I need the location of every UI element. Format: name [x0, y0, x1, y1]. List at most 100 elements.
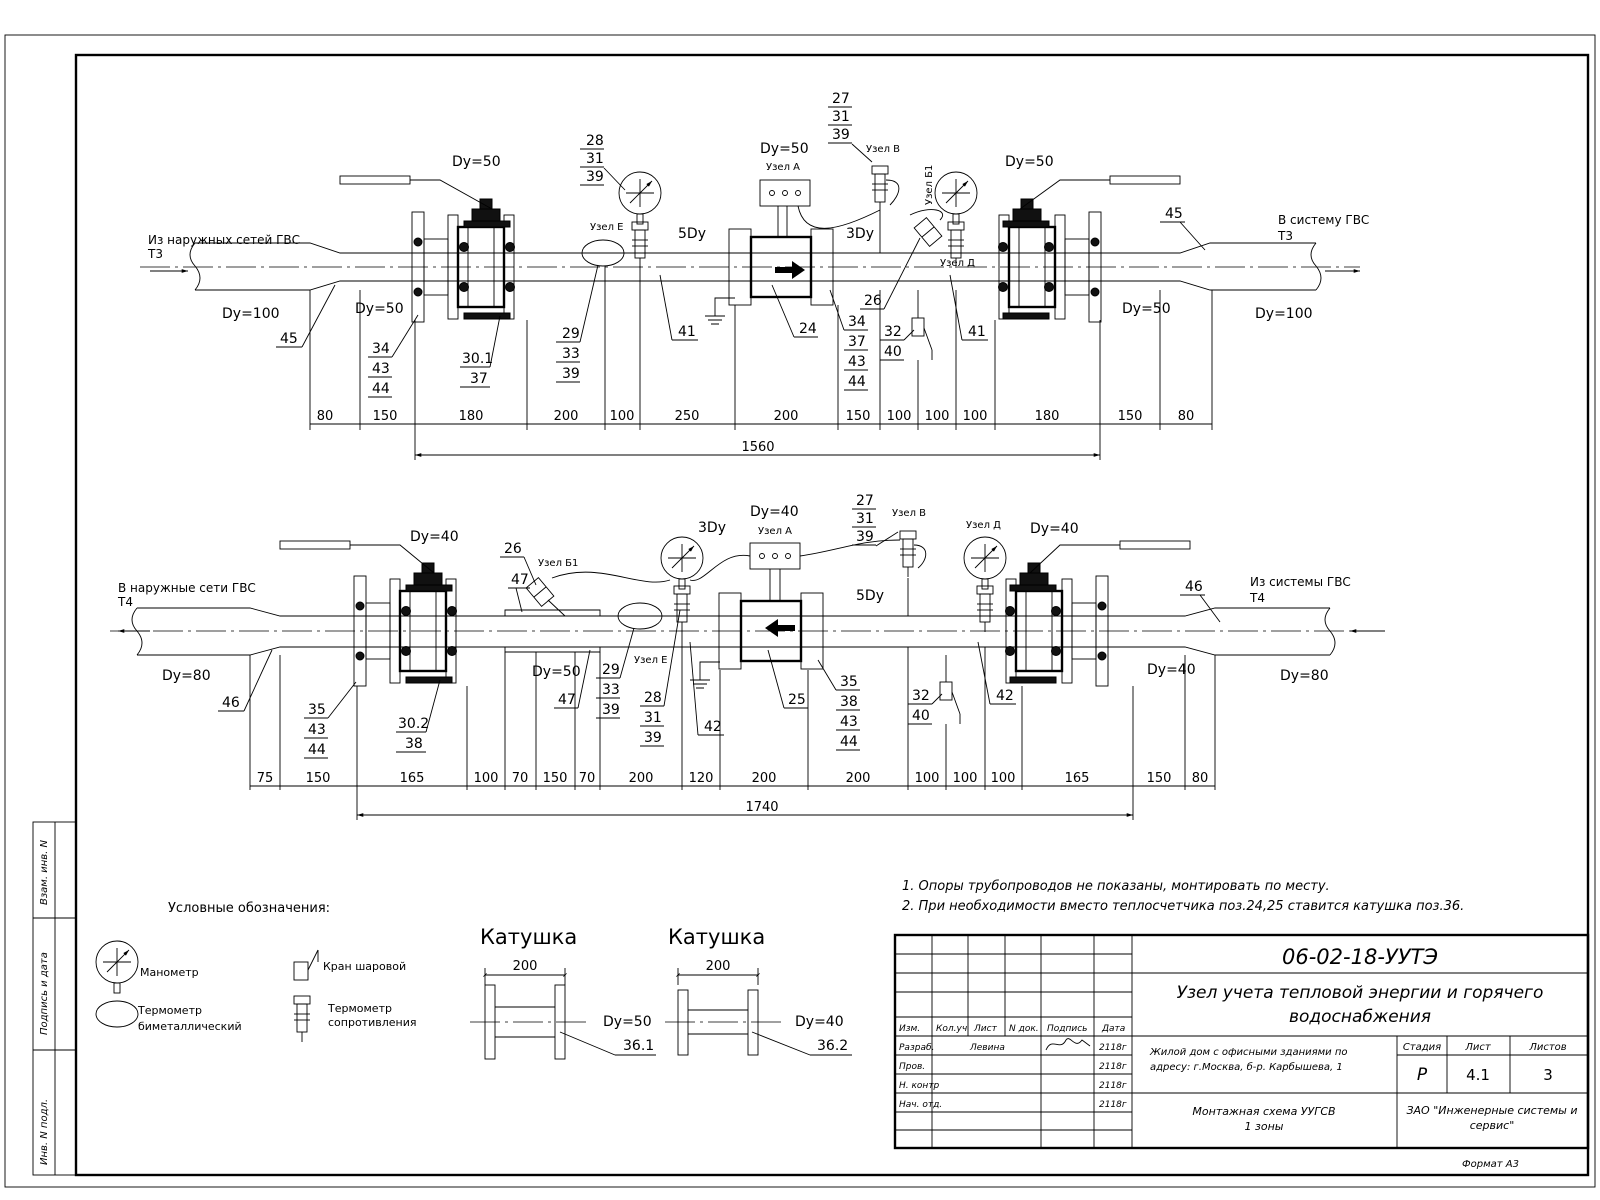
top-node-v: Узел В — [866, 144, 900, 155]
dim: 100 — [963, 409, 988, 424]
tag: 46 — [222, 695, 240, 711]
tag: 31 — [832, 109, 850, 125]
tag: 29 — [602, 662, 620, 678]
tb-header-2: Лист — [973, 1024, 998, 1034]
tb-header-5: Дата — [1101, 1024, 1125, 1034]
top-dn-meter: Dy=50 — [760, 141, 809, 157]
bottom-source-1: Из системы ГВС — [1250, 575, 1351, 589]
tag: 30.1 — [462, 351, 493, 367]
bottom-source-2: T4 — [1249, 591, 1265, 605]
tag: 39 — [586, 169, 604, 185]
spool-2-dn: Dy=40 — [795, 1014, 844, 1030]
ball-valve-icon — [293, 949, 319, 981]
top-node-b1: Узел Б1 — [924, 165, 935, 205]
tb-company-2: сервис" — [1470, 1119, 1515, 1132]
bottom-node-b1: Узел Б1 — [538, 558, 578, 569]
tag: 42 — [996, 688, 1014, 704]
tag: 38 — [405, 736, 423, 752]
spool-1-tag: 36.1 — [623, 1038, 654, 1054]
dim-total: 1560 — [741, 440, 774, 455]
top-dest-2: T3 — [1277, 229, 1293, 243]
bottom-node-a: Узел А — [758, 526, 792, 537]
tb-sheet-label: Лист — [1464, 1042, 1492, 1053]
tb-object-2: адресу: г.Москва, б-р. Карбышева, 1 — [1150, 1061, 1343, 1073]
note-1: 1. Опоры трубопроводов не показаны, монт… — [902, 879, 1330, 894]
tag: 25 — [788, 692, 806, 708]
tag: 39 — [856, 529, 874, 545]
dim: 70 — [512, 771, 529, 786]
tag: 47 — [511, 572, 529, 588]
tag: 35 — [308, 702, 326, 718]
tb-sheets-label: Листов — [1528, 1042, 1566, 1053]
bottom-3dy: 3Dy — [698, 520, 726, 536]
tb-header-3: N док. — [1009, 1024, 1039, 1034]
tb-code: 06-02-18-УУТЭ — [1282, 945, 1438, 969]
signature — [1045, 1038, 1091, 1051]
tb-role-1: Пров. — [899, 1062, 925, 1072]
top-dn-pipe-right: Dy=100 — [1255, 306, 1313, 322]
tag: 45 — [1165, 206, 1183, 222]
bottom-dn-mid-left: Dy=50 — [532, 664, 581, 680]
legend: Условные обозначения: Манометр Термометр… — [95, 901, 416, 1043]
bimetal-thermometer-icon — [95, 1000, 139, 1028]
bottom-dim-chain: 75 150 165 100 70 150 70 200 120 200 200… — [257, 771, 1209, 815]
tb-drawing-title-2: 1 зоны — [1245, 1120, 1284, 1133]
tag: 34 — [372, 341, 390, 357]
top-dn-valve-left: Dy=50 — [452, 154, 501, 170]
tag: 33 — [562, 346, 580, 362]
spool-1-title: Катушка — [480, 925, 577, 949]
dim: 100 — [925, 409, 950, 424]
tb-date-2: 2118г — [1099, 1081, 1127, 1091]
tag: 41 — [678, 324, 696, 340]
legend-resist-1: Термометр — [327, 1002, 392, 1015]
bottom-dn-pipe-right: Dy=80 — [1280, 668, 1329, 684]
tag: 27 — [856, 493, 874, 509]
tb-company-1: ЗАО "Инженерные системы и — [1406, 1104, 1577, 1117]
tag: 42 — [704, 719, 722, 735]
tb-developer: Левина — [969, 1043, 1005, 1053]
spool-2-tag: 36.2 — [817, 1038, 848, 1054]
tag: 32 — [884, 324, 902, 340]
tag: 46 — [1185, 579, 1203, 595]
dim: 100 — [474, 771, 499, 786]
dim: 200 — [846, 771, 871, 786]
bottom-dn-meter: Dy=40 — [750, 504, 799, 520]
tb-role-2: Н. контр — [899, 1081, 940, 1091]
dim: 80 — [317, 409, 334, 424]
tag: 34 — [848, 314, 866, 330]
tb-date-0: 2118г — [1099, 1043, 1127, 1053]
dim: 150 — [1147, 771, 1172, 786]
tag: 44 — [848, 374, 866, 390]
dim: 150 — [306, 771, 331, 786]
dim: 200 — [554, 409, 579, 424]
tag: 41 — [968, 324, 986, 340]
inner-border — [74, 53, 1590, 1177]
scheme-top: Dy=50 Dy=50 Dy=50 Dy=100 Dy=100 Dy=50 Dy… — [140, 91, 1369, 460]
tag: 44 — [840, 734, 858, 750]
dim: 150 — [846, 409, 871, 424]
dim: 180 — [459, 409, 484, 424]
spool-2-title: Катушка — [668, 925, 765, 949]
top-source-1: Из наружных сетей ГВС — [148, 233, 300, 247]
top-dn-pipe-left: Dy=100 — [222, 306, 280, 322]
bottom-node-e: Узел Е — [634, 655, 667, 666]
dim: 100 — [915, 771, 940, 786]
tag: 39 — [832, 127, 850, 143]
tag: 39 — [602, 702, 620, 718]
note-2: 2. При необходимости вместо теплосчетчик… — [902, 899, 1464, 914]
tag: 31 — [586, 151, 604, 167]
top-3dy: 3Dy — [846, 226, 874, 242]
tag: 26 — [864, 293, 882, 309]
dim: 180 — [1035, 409, 1060, 424]
tag: 26 — [504, 541, 522, 557]
scheme-bottom: Dy=40 Dy=40 Dy=40 Dy=80 Dy=80 Dy=50 Dy=4… — [110, 493, 1385, 820]
bottom-5dy: 5Dy — [856, 588, 884, 604]
dim: 80 — [1192, 771, 1209, 786]
dim: 200 — [629, 771, 654, 786]
tag: 39 — [562, 366, 580, 382]
top-dim-chain: 80 150 180 200 100 250 200 150 100 100 1… — [317, 409, 1195, 455]
title-block: Изм. Кол.уч Лист N док. Подпись Дата Раз… — [893, 933, 1590, 1150]
tb-drawing-title-1: Монтажная схема УУГСВ — [1192, 1105, 1335, 1118]
top-dest-1: В систему ГВС — [1278, 213, 1369, 227]
